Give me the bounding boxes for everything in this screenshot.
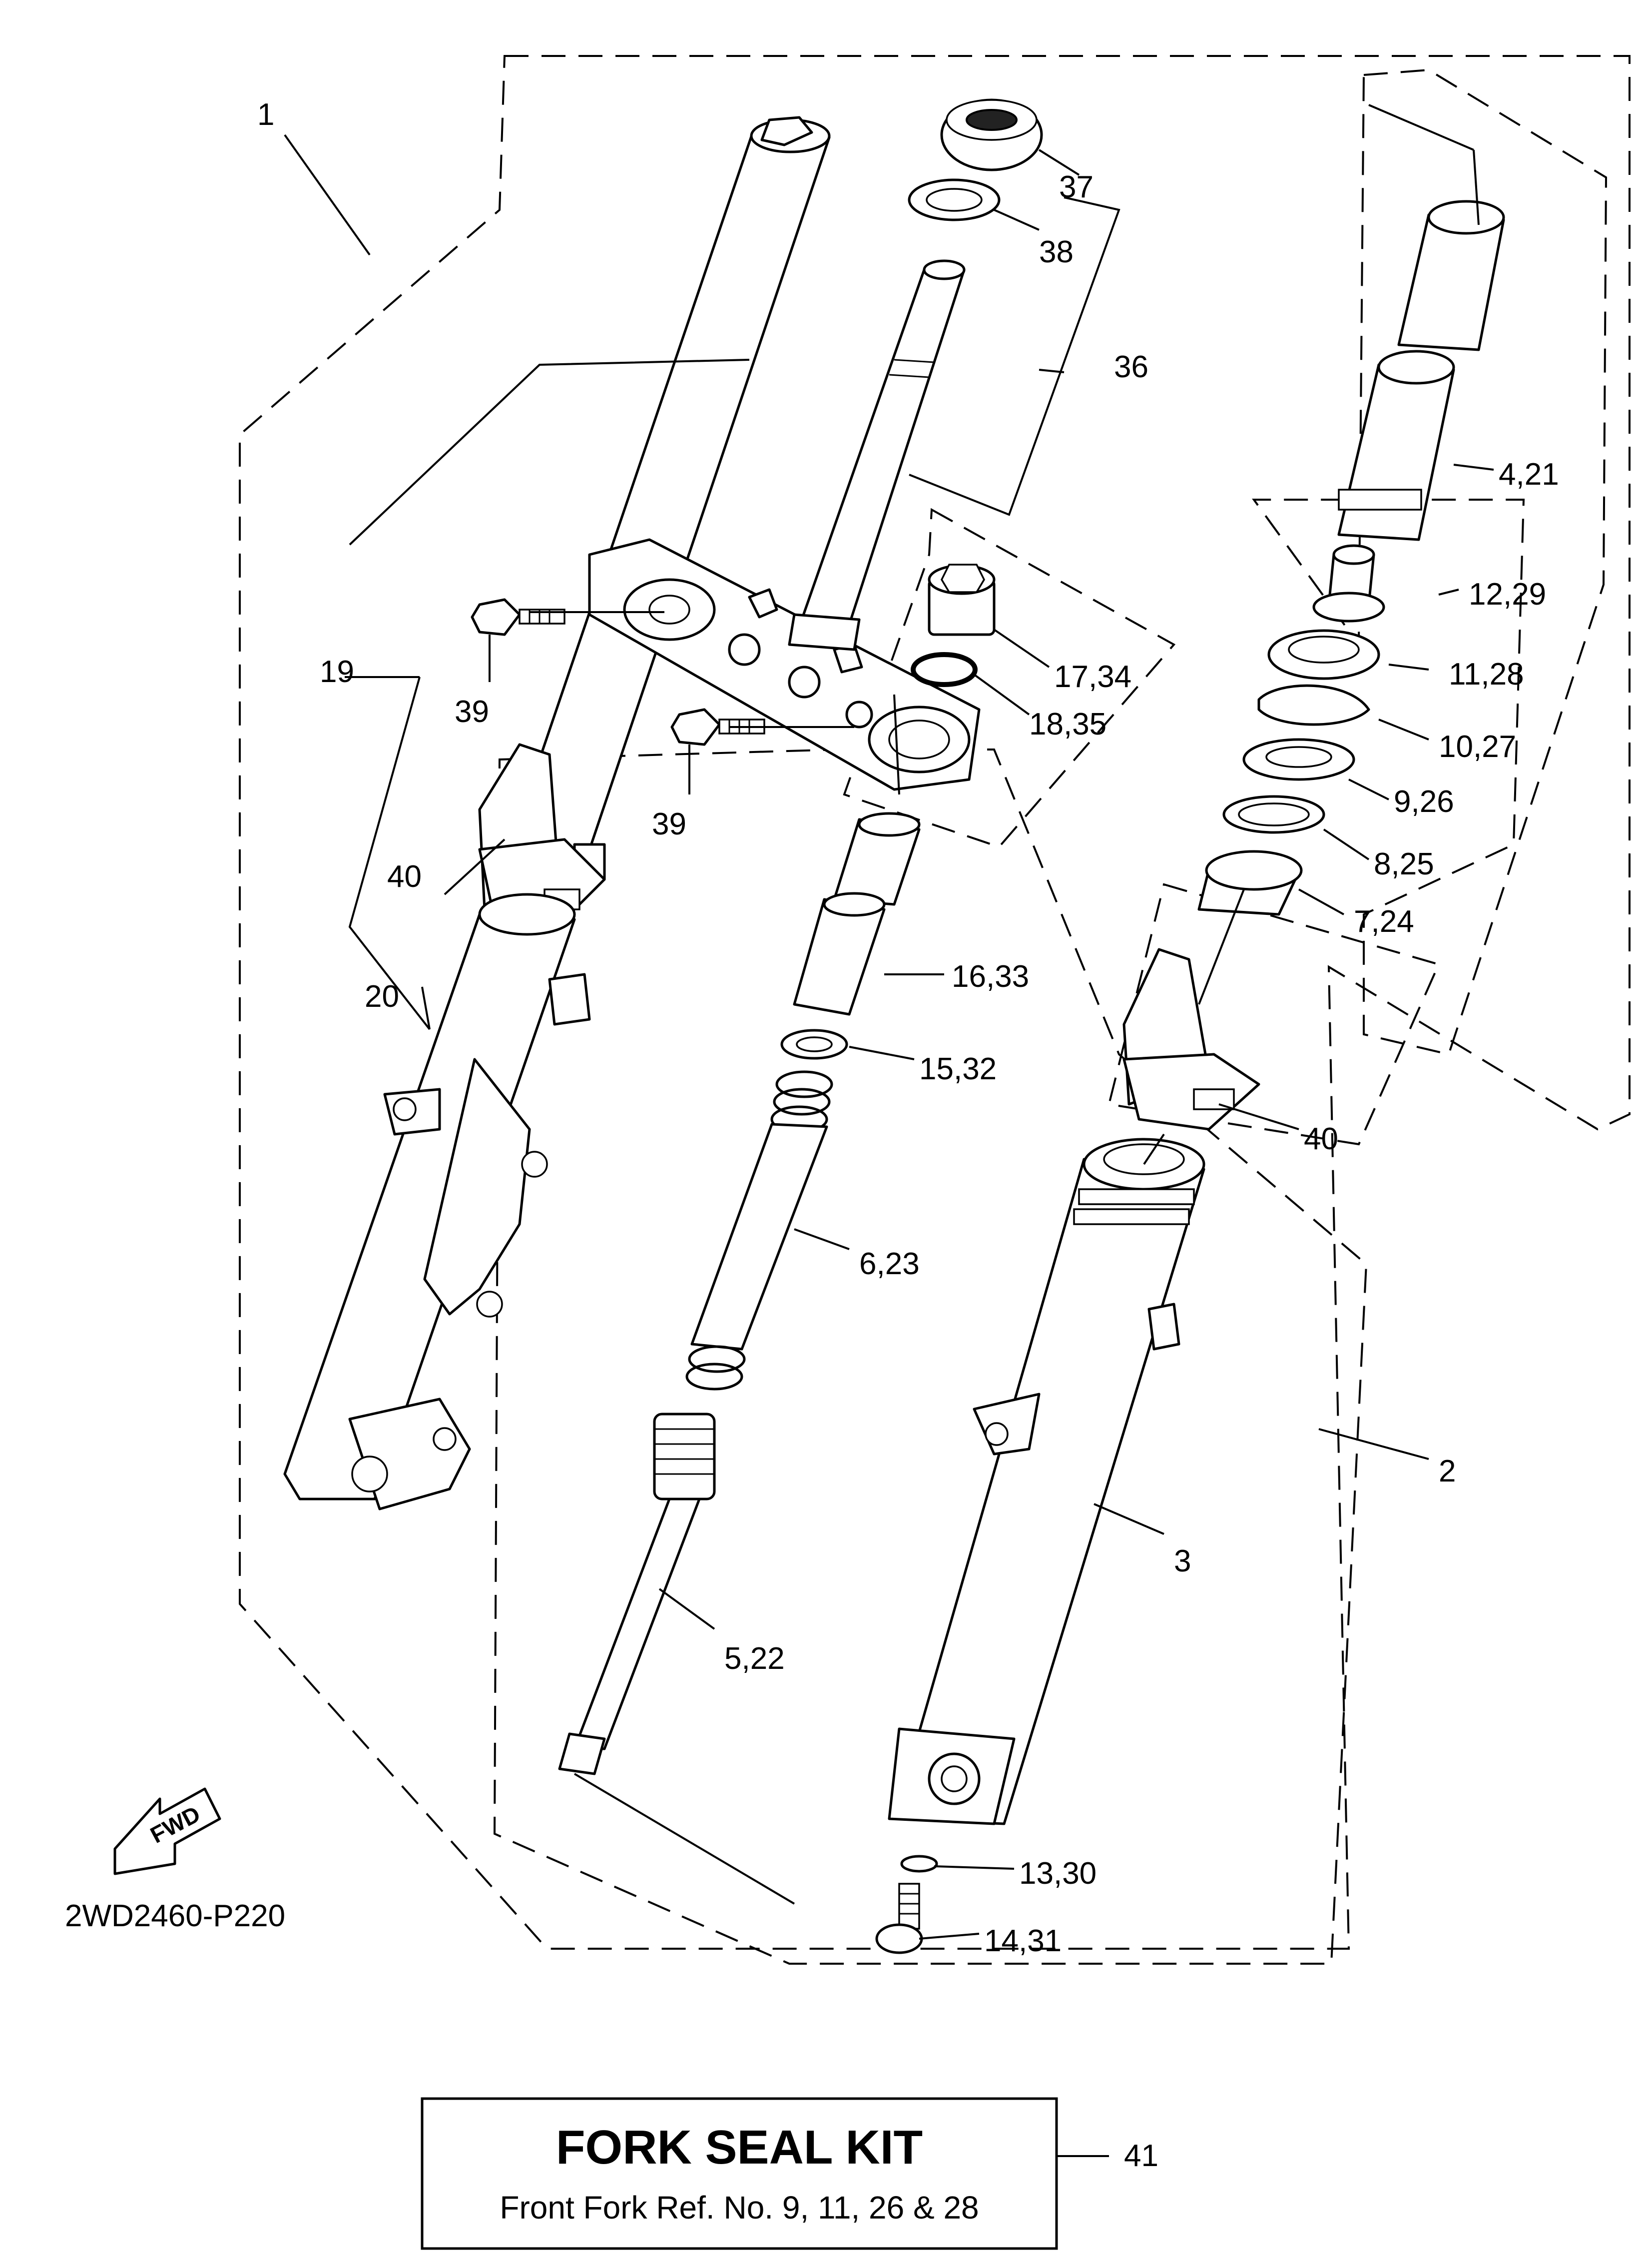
kit-subtitle: Front Fork Ref. No. 9, 11, 26 & 28 [500, 2190, 979, 2226]
callout-1: 1 [257, 97, 274, 132]
callout-15-32: 15,32 [919, 1052, 997, 1086]
damper-rod-tube [788, 259, 966, 651]
cap-bolt [928, 564, 996, 636]
callout-41: 41 [1124, 2139, 1158, 2173]
fork-seal-kit-box: FORK SEAL KIT Front Fork Ref. No. 9, 11,… [421, 2097, 1058, 2250]
washer-13-30 [900, 1855, 938, 1873]
kit-title: FORK SEAL KIT [556, 2121, 923, 2174]
drawing-code: 2WD2460-P220 [65, 1899, 285, 1933]
collar-16 [793, 892, 886, 1016]
clip-10-27 [1257, 684, 1370, 726]
cap-group-boundary [843, 508, 1176, 848]
lower-outer-tube [283, 893, 591, 1510]
upper-bracket [588, 538, 981, 791]
rebound-cap [940, 98, 1043, 171]
callout-12-29: 12,29 [1469, 577, 1546, 612]
bushing-11-28 [1267, 629, 1380, 680]
callout-17-34: 17,34 [1054, 660, 1131, 694]
callout-38: 38 [1039, 235, 1074, 269]
damper-rod [558, 1413, 716, 1775]
bolt-14-31 [875, 1883, 923, 1954]
forward-arrow-icon: FWD [113, 1787, 221, 1875]
callout-6-23: 6,23 [859, 1247, 920, 1281]
collar-4-21 [1337, 350, 1455, 541]
leader-lines [284, 104, 1494, 2157]
callout-40-right: 40 [1304, 1122, 1338, 1156]
callout-39-upper: 39 [455, 695, 489, 729]
callout-8-25: 8,25 [1374, 847, 1434, 881]
callout-13-30: 13,30 [1019, 1856, 1097, 1891]
callout-7-24: 7,24 [1354, 904, 1414, 939]
callout-11-28: 11,28 [1449, 657, 1524, 692]
inner-cartridge-boundary [1252, 68, 1608, 1056]
bushing-7-24 [1197, 850, 1303, 916]
spacer-top-right [1397, 200, 1505, 351]
inner-tube [888, 1138, 1205, 1825]
callout-5-22: 5,22 [724, 1641, 785, 1676]
callout-9-26: 9,26 [1394, 784, 1454, 819]
callout-37: 37 [1059, 170, 1094, 204]
fork-spring [685, 1070, 833, 1391]
collar-upper [833, 812, 921, 906]
fork-guard-right [1122, 948, 1260, 1131]
callout-18-35: 18,35 [1029, 707, 1106, 742]
callout-2: 2 [1439, 1454, 1456, 1489]
callout-39-lower: 39 [652, 807, 686, 841]
callout-16-33: 16,33 [952, 959, 1029, 994]
callout-4-21: 4,21 [1499, 457, 1559, 492]
washer-8-25 [1222, 795, 1325, 834]
callout-labels: 1 19 39 39 40 20 37 38 36 17,34 18,35 16… [257, 97, 1559, 2173]
bolt-39-upper [471, 598, 565, 636]
callout-36: 36 [1114, 350, 1148, 384]
callout-40-left: 40 [387, 859, 422, 894]
o-ring [911, 652, 978, 687]
bushing-12-29 [1312, 544, 1385, 623]
callout-10-27: 10,27 [1439, 730, 1516, 764]
assembly-1-boundary [239, 55, 1631, 1950]
callout-20: 20 [365, 979, 399, 1014]
cap-washer [908, 178, 1001, 221]
callout-14-31: 14,31 [984, 1924, 1062, 1958]
oil-seal-9-26 [1242, 738, 1355, 781]
callout-3: 3 [1174, 1544, 1191, 1578]
seal-group-boundary [1107, 883, 1440, 1146]
washer-15 [780, 1029, 848, 1060]
callout-19: 19 [320, 655, 354, 689]
